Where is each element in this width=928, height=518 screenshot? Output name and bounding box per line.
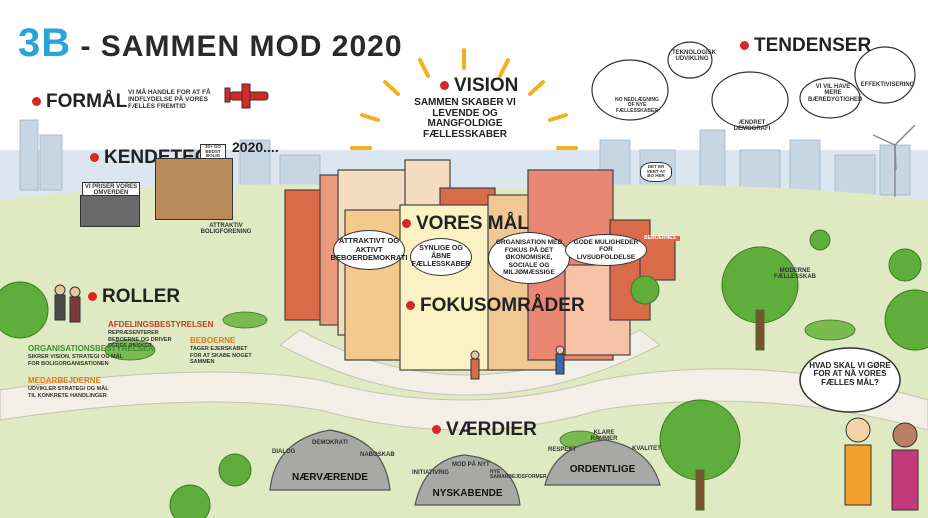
title-text: - SAMMEN MOD 2020 <box>80 30 403 63</box>
crowd-group <box>80 195 140 227</box>
apartment-building <box>155 158 233 220</box>
value-icon-dialog: DIALOG <box>272 449 296 455</box>
tendens-faellesskaber: NO NEDLÆGNING OF NYE FÆLLESSKABER <box>615 97 659 114</box>
value-icon-mod-paa-nyt: MOD PÅ NYT <box>452 462 490 468</box>
bullet-dot-icon <box>406 301 415 311</box>
tendens-baeredygtighed: VI VIL HAVE MERE BÆREDYGTIGHED <box>808 84 863 103</box>
formaal-heading: FORMÅL <box>32 92 127 112</box>
roller-heading: ROLLER <box>88 287 180 307</box>
moderne-faellesskab-label: MODERNE FÆLLESSKAB <box>774 268 816 281</box>
bullet-dot-icon <box>32 97 41 107</box>
value-icon-demokrati: DEMOKRATI <box>312 440 348 446</box>
value-naervaerende: NÆRVÆRENDE <box>292 472 368 483</box>
goal-bubble-organisation: ORGANISATION MED FOKUS PÅ DET ØKONOMISKE… <box>488 232 570 284</box>
formaal-text: VI MÅ HANDLE FOR AT FÅ INDFLYDELSE PÅ VO… <box>128 89 211 110</box>
kendetegn-sign: 30+ GO BEDST BOLIG <box>200 144 226 161</box>
value-nyskabende: NYSKABENDE <box>432 488 503 499</box>
value-ordentlige: ORDENTLIGE <box>569 464 636 475</box>
role-afdelingsbestyrelsen: AFDELINGSBESTYRELSEN <box>108 320 214 329</box>
vaerdier-heading-text: VÆRDIER <box>446 419 537 440</box>
vores-maal-heading-text: VORES MÅL <box>416 213 529 234</box>
vaerdier-heading: VÆRDIER <box>432 420 537 440</box>
kendetegn-year: 2020.... <box>232 139 279 155</box>
role-organisationsbestyrelsen-desc: SIKRER VISION, STRATEGI OG MÅL FOR BOLIG… <box>28 354 123 367</box>
fokusomraader-heading-text: FOKUSOMRÅDER <box>420 295 585 316</box>
kendetegn-building-label: ATTRAKTIV BOLIGFORENING <box>200 223 252 236</box>
value-icon-samarbejdsformer: NYE SAMARBEJDSFORMER <box>490 469 547 481</box>
speech-text: HVAD SKAL VI GØRE FOR AT NÅ VORES FÆLLES… <box>809 361 891 387</box>
tendenser-heading: TENDENSER <box>740 36 871 56</box>
airplane-icon <box>224 83 269 109</box>
vores-maal-heading: VORES MÅL <box>402 214 529 234</box>
value-icon-klare-rammer: KLARE RAMMER <box>590 430 618 443</box>
goal-bubble-livsudfoldelse: GODE MULIGHEDER FOR LIVSUDFOLDELSE <box>565 234 647 266</box>
vision-text: SAMMEN SKABER VI LEVENDE OG MANGFOLDIGE … <box>414 97 516 140</box>
role-beboerne: BEBOERNE <box>190 336 236 345</box>
tendens-demografi: ÆNDRET DEMOGRAFI <box>733 120 771 133</box>
role-organisationsbestyrelsen: ORGANISATIONSBESTYRELSEN <box>28 344 155 353</box>
value-icon-initiativrig: INITIATIVRIG <box>412 470 449 476</box>
tendens-teknologi: TEKNOLOGISK UDVIKLING <box>672 50 717 63</box>
value-rocks <box>269 429 661 506</box>
hedges <box>104 311 856 450</box>
tendenser-heading-text: TENDENSER <box>754 35 872 56</box>
beboernes-sign: BEBOERNES <box>640 235 680 242</box>
value-icon-kvalitet: KVALITET <box>632 446 661 452</box>
role-medarbejderne-desc: UDVIKLER STRATEGI OG MÅL TIL KONKRETE HA… <box>28 386 109 399</box>
roller-heading-text: ROLLER <box>102 286 181 307</box>
vision-heading-text: VISION <box>454 75 519 96</box>
footpaths <box>0 368 928 431</box>
role-medarbejderne: MEDARBEJDERNE <box>28 376 101 385</box>
bullet-dot-icon <box>740 41 749 51</box>
role-afdelingsbestyrelsen-desc: REPRÆSENTERER BEBOERNE OG DRIVER DERES Ø… <box>108 330 172 350</box>
trees <box>0 229 928 518</box>
bullet-dot-icon <box>90 153 99 163</box>
wind-turbine <box>872 124 916 200</box>
formaal-heading-text: FORMÅL <box>46 91 128 112</box>
tendens-effektivisering: EFFEKTIVISERING <box>860 82 915 88</box>
goal-bubble-demokrati: ATTRAKTIVT OG AKTIVT BEBOERDEMOKRATI <box>331 230 407 270</box>
page-title: 3B - SAMMEN MOD 2020 <box>18 22 403 64</box>
bullet-dot-icon <box>402 219 411 229</box>
speech-bubble-shape <box>799 347 901 413</box>
title-number: 3B <box>18 21 72 65</box>
bullet-dot-icon <box>432 425 441 435</box>
vision-heading: VISION <box>440 76 518 96</box>
role-beboerne-desc: TAGER EJERSKABET FOR AT SKABE NOGET SAMM… <box>190 346 252 366</box>
tendency-clouds <box>591 41 916 129</box>
value-icon-respekt: RESPEKT <box>548 447 577 453</box>
bullet-dot-icon <box>88 292 97 302</box>
value-icon-naboskab: NABOSKAB <box>360 452 395 458</box>
sun-rays <box>350 48 578 150</box>
goal-bubble-faellesskaber: SYNLIGE OG ÅBNE FÆLLESSKABER <box>410 238 472 276</box>
fokusomraader-heading: FOKUSOMRÅDER <box>406 296 585 316</box>
bullet-dot-icon <box>440 81 449 91</box>
people-figures <box>54 284 919 511</box>
godt-at-bo-bubble: DET ER VERT AT BO HER <box>640 162 672 183</box>
